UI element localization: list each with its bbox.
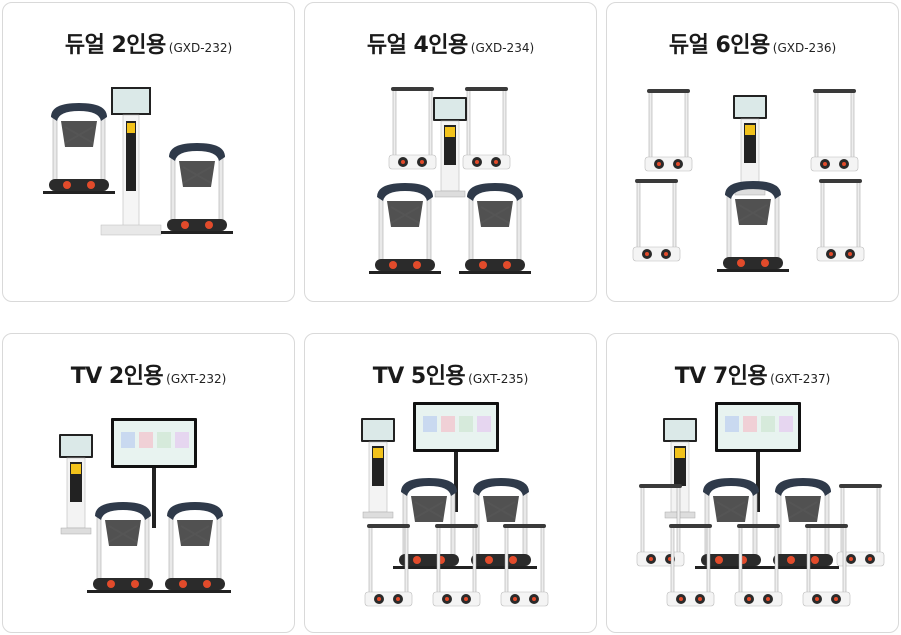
- tv-7-seat-machine-image: [636, 402, 885, 607]
- product-name: TV 5인용: [372, 364, 466, 389]
- product-card-tv-7[interactable]: TV 7인용(GXT-237): [606, 333, 899, 633]
- product-model: (GXD-236): [772, 41, 837, 55]
- product-model: (GXT-235): [468, 372, 529, 386]
- product-card-tv-2[interactable]: TV 2인용(GXT-232): [2, 333, 295, 633]
- product-model: (GXT-237): [770, 372, 831, 386]
- product-card-dual-4[interactable]: 듀얼 4인용(GXD-234): [304, 2, 597, 302]
- product-card-tv-5[interactable]: TV 5인용(GXT-235): [304, 333, 597, 633]
- product-title: 듀얼 4인용(GXD-234): [305, 27, 596, 59]
- dual-6-seat-machine-image: [632, 88, 865, 273]
- product-card-dual-2[interactable]: 듀얼 2인용(GXD-232): [2, 2, 295, 302]
- product-model: (GXT-232): [166, 372, 227, 386]
- product-card-dual-6[interactable]: 듀얼 6인용(GXD-236): [606, 2, 899, 302]
- product-name: TV 7인용: [674, 364, 768, 389]
- product-title: TV 5인용(GXT-235): [305, 358, 596, 390]
- product-name: 듀얼 6인용: [668, 33, 770, 58]
- product-name: 듀얼 4인용: [366, 33, 468, 58]
- product-title: 듀얼 2인용(GXD-232): [3, 27, 294, 59]
- dual-4-seat-machine-image: [368, 86, 532, 275]
- product-title: 듀얼 6인용(GXD-236): [607, 27, 898, 59]
- product-name: TV 2인용: [70, 364, 164, 389]
- product-model: (GXD-234): [470, 41, 535, 55]
- product-model: (GXD-232): [168, 41, 233, 55]
- tv-5-seat-machine-image: [360, 402, 549, 607]
- product-title: TV 7인용(GXT-237): [607, 358, 898, 390]
- product-title: TV 2인용(GXT-232): [3, 358, 294, 390]
- dual-2-seat-machine-image: [42, 87, 234, 236]
- tv-2-seat-machine-image: [58, 418, 232, 594]
- product-name: 듀얼 2인용: [64, 33, 166, 58]
